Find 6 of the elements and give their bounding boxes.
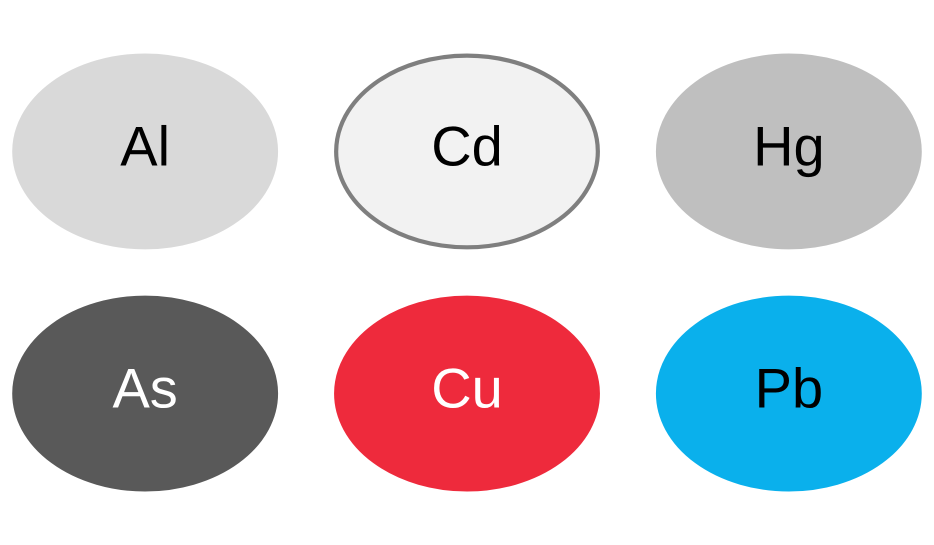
node-ellipse: Al	[12, 54, 278, 250]
node-ellipse: Cd	[334, 54, 600, 250]
node-ellipse: Hg	[656, 54, 922, 250]
node-ellipse: Cu	[334, 296, 600, 492]
node-ellipse: Pb	[656, 296, 922, 492]
node-ellipse: As	[12, 296, 278, 492]
